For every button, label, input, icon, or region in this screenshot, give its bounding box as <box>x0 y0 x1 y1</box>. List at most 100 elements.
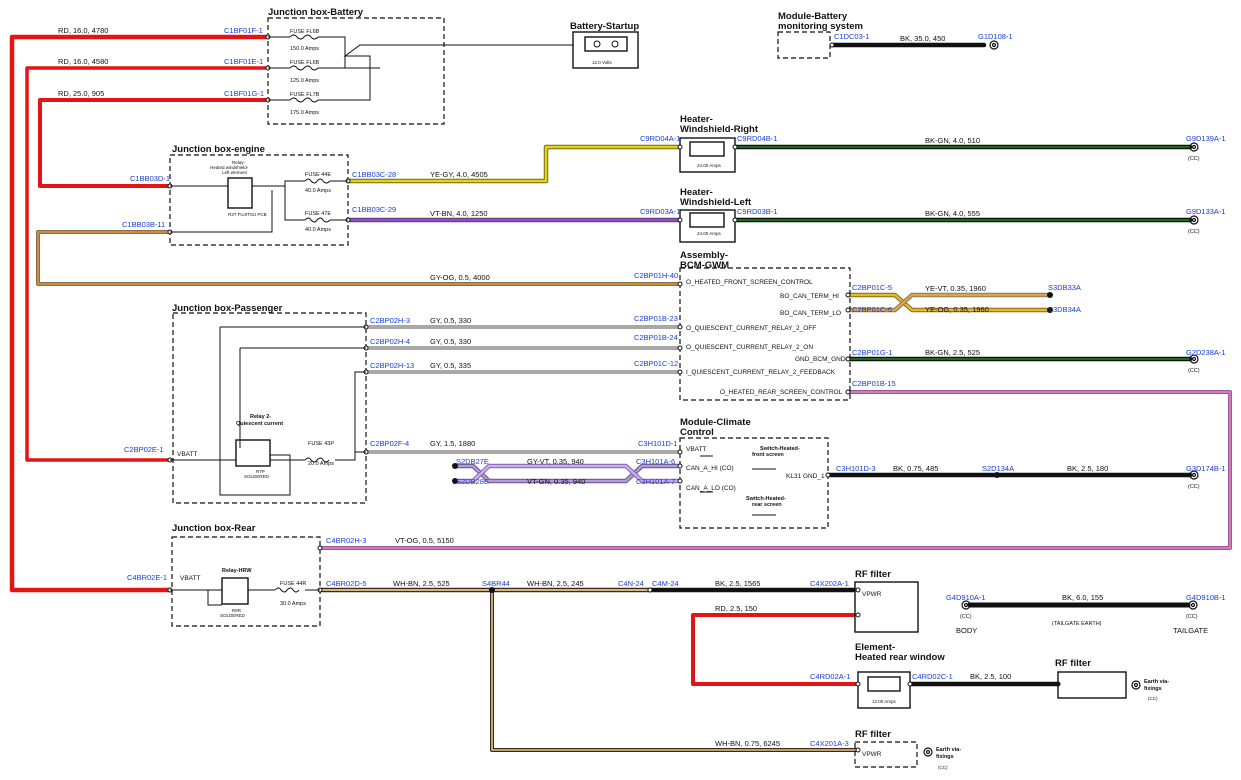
ground-g9d139-icon <box>1189 142 1199 152</box>
conn-29[interactable]: C2BP02E-1 <box>124 445 164 454</box>
conn-4[interactable]: G1D108-1 <box>978 32 1013 41</box>
conn-18[interactable]: S3DB33A <box>1048 283 1081 292</box>
conn-10[interactable]: C9RD04B-1 <box>737 134 777 143</box>
module-battery-monitoring[interactable] <box>777 31 831 59</box>
conn-11[interactable]: G9D139A-1 <box>1186 134 1226 143</box>
rf-filter-2-title: RF filter <box>1055 658 1091 669</box>
rf-filter-1-title: RF filter <box>855 569 891 580</box>
assembly-bcm-gwm[interactable] <box>679 267 851 401</box>
splice-dots <box>452 292 1061 687</box>
conn-3[interactable]: C1DC03-1 <box>834 32 869 41</box>
component-layer <box>169 17 1127 768</box>
connector-dots <box>167 34 913 753</box>
conn-27[interactable]: C2BP01C-12 <box>634 359 678 368</box>
ground-tailgate: TAILGATE <box>1173 626 1208 635</box>
wire-red-feed-2[interactable] <box>25 66 270 462</box>
junction-box-battery[interactable] <box>267 17 445 125</box>
conn-22[interactable]: C2BP02H-4 <box>370 337 410 346</box>
junction-box-rear[interactable] <box>171 536 321 627</box>
conn-26[interactable]: C2BP02H-13 <box>370 361 414 370</box>
conn-6[interactable]: C1BB03B-11 <box>122 220 165 229</box>
bcm-sig-2: BO_CAN_TERM_LO <box>780 310 841 317</box>
rf-filter-2[interactable] <box>1057 671 1127 699</box>
conn-0[interactable]: C1BF01F-1 <box>224 26 263 35</box>
conn-30[interactable]: C2BP02F-4 <box>370 439 409 448</box>
conn-38[interactable]: G3D174B-1 <box>1186 464 1226 473</box>
wire-ye-gy[interactable] <box>345 144 683 184</box>
conn-45[interactable]: C4X202A-1 <box>810 579 849 588</box>
wire-gy-og[interactable] <box>36 230 682 286</box>
conn-36[interactable]: C3H101D-3 <box>836 464 876 473</box>
conn-17[interactable]: C2BP01C-6 <box>852 305 892 314</box>
conn-48[interactable]: C4RD02A-1 <box>810 672 850 681</box>
cc-1: (CC) <box>1188 156 1200 162</box>
conn-42[interactable]: S4BR44 <box>482 579 510 588</box>
conn-7[interactable]: C1BB03C-28 <box>352 170 396 179</box>
battery-terminal-positive <box>593 40 601 48</box>
conn-14[interactable]: G9D133A-1 <box>1186 207 1226 216</box>
conn-49[interactable]: C4RD02C-1 <box>912 672 953 681</box>
conn-34[interactable]: S2DB28E <box>456 477 489 486</box>
conn-50[interactable]: C4X201A-3 <box>810 739 849 748</box>
conn-9[interactable]: C9RD04A-1 <box>640 134 680 143</box>
conn-32[interactable]: S2DB27E <box>456 457 489 466</box>
conn-23[interactable]: C2BP01B-24 <box>634 333 678 342</box>
rf-filter-1[interactable] <box>854 581 919 633</box>
junction-box-engine[interactable] <box>169 154 349 246</box>
battery-terminal-negative <box>611 40 619 48</box>
rf-filter-3-title: RF filter <box>855 729 891 740</box>
conn-37[interactable]: S2D134A <box>982 464 1014 473</box>
wire-spec-16: GY-VT, 0.35, 940 <box>527 457 584 466</box>
conn-28[interactable]: C2BP01B-15 <box>852 379 896 388</box>
wire-red-feed-3[interactable] <box>38 98 270 188</box>
wire-spec-13: BK-GN, 2.5, 525 <box>925 348 980 357</box>
heater-right-rating: 24.00 Amps <box>697 163 722 168</box>
wire-spec-24: BK, 6.0, 155 <box>1062 593 1103 602</box>
wire-spec-10: YE-OG, 0.35, 1960 <box>925 305 989 314</box>
conn-24[interactable]: C2BP01G-1 <box>852 348 892 357</box>
wire-spec-1: RD, 16.0, 4580 <box>58 57 108 66</box>
wire-spec-21: WH-BN, 2.5, 525 <box>393 579 450 588</box>
conn-35[interactable]: C3H101A-7 <box>636 477 675 486</box>
conn-20[interactable]: C2BP02H-3 <box>370 316 410 325</box>
ground-layer <box>923 40 1199 757</box>
conn-39[interactable]: C4BR02H-3 <box>326 536 366 545</box>
conn-13[interactable]: C9RD03B-1 <box>737 207 777 216</box>
bcm-sig-4: O_QUIESCENT_CURRENT_RELAY_2_ON <box>686 344 813 351</box>
conn-46[interactable]: G4D910A-1 <box>946 593 986 602</box>
conn-16[interactable]: C2BP01C-5 <box>852 283 892 292</box>
bcm-sig-6: I_QUIESCENT_CURRENT_RELAY_2_FEEDBACK <box>686 369 836 376</box>
conn-21[interactable]: C2BP01B-23 <box>634 314 678 323</box>
module-climate-control[interactable] <box>679 437 829 529</box>
conn-43[interactable]: C4N-24 <box>618 579 644 588</box>
wire-rd-150[interactable] <box>691 613 860 686</box>
conn-2[interactable]: C1BF01G-1 <box>224 89 264 98</box>
conn-8[interactable]: C1BB03C-29 <box>352 205 396 214</box>
wire-red-main[interactable] <box>9 34 271 593</box>
conn-41[interactable]: C4BR02D-5 <box>326 579 366 588</box>
conn-25[interactable]: G2D238A-1 <box>1186 348 1226 357</box>
conn-33[interactable]: C3H101A-6 <box>636 457 675 466</box>
rf-1-pin: VPWR <box>862 591 882 598</box>
conn-31[interactable]: C3H101D-1 <box>638 439 678 448</box>
rf-filter-3[interactable] <box>854 741 918 768</box>
conn-19[interactable]: S3DB34A <box>1048 305 1081 314</box>
conn-40[interactable]: C4BR02E-1 <box>127 573 167 582</box>
conn-44[interactable]: C4M-24 <box>652 579 679 588</box>
conn-47[interactable]: G4D910B-1 <box>1186 593 1226 602</box>
conn-12[interactable]: C9RD03A-1 <box>640 207 680 216</box>
conn-1[interactable]: C1BF01E-1 <box>224 57 263 66</box>
rf-3-pin: VPWR <box>862 751 882 758</box>
heater-left-rating: 24.00 Amps <box>697 231 722 236</box>
wire-spec-26: BK, 2.5, 100 <box>970 672 1011 681</box>
wire-spec-3: BK, 35.0, 450 <box>900 34 945 43</box>
conn-15[interactable]: C2BP01H-40 <box>634 271 678 280</box>
conn-5[interactable]: C1BB03D-1 <box>130 174 170 183</box>
jb-rear-title: Junction box-Rear <box>172 523 256 534</box>
junction-box-passenger[interactable] <box>172 312 367 504</box>
cc-2: (CC) <box>1188 229 1200 235</box>
earth-2-sub: (CC) <box>938 765 948 770</box>
wire-spec-5: VT-BN, 4.0, 1250 <box>430 209 488 218</box>
